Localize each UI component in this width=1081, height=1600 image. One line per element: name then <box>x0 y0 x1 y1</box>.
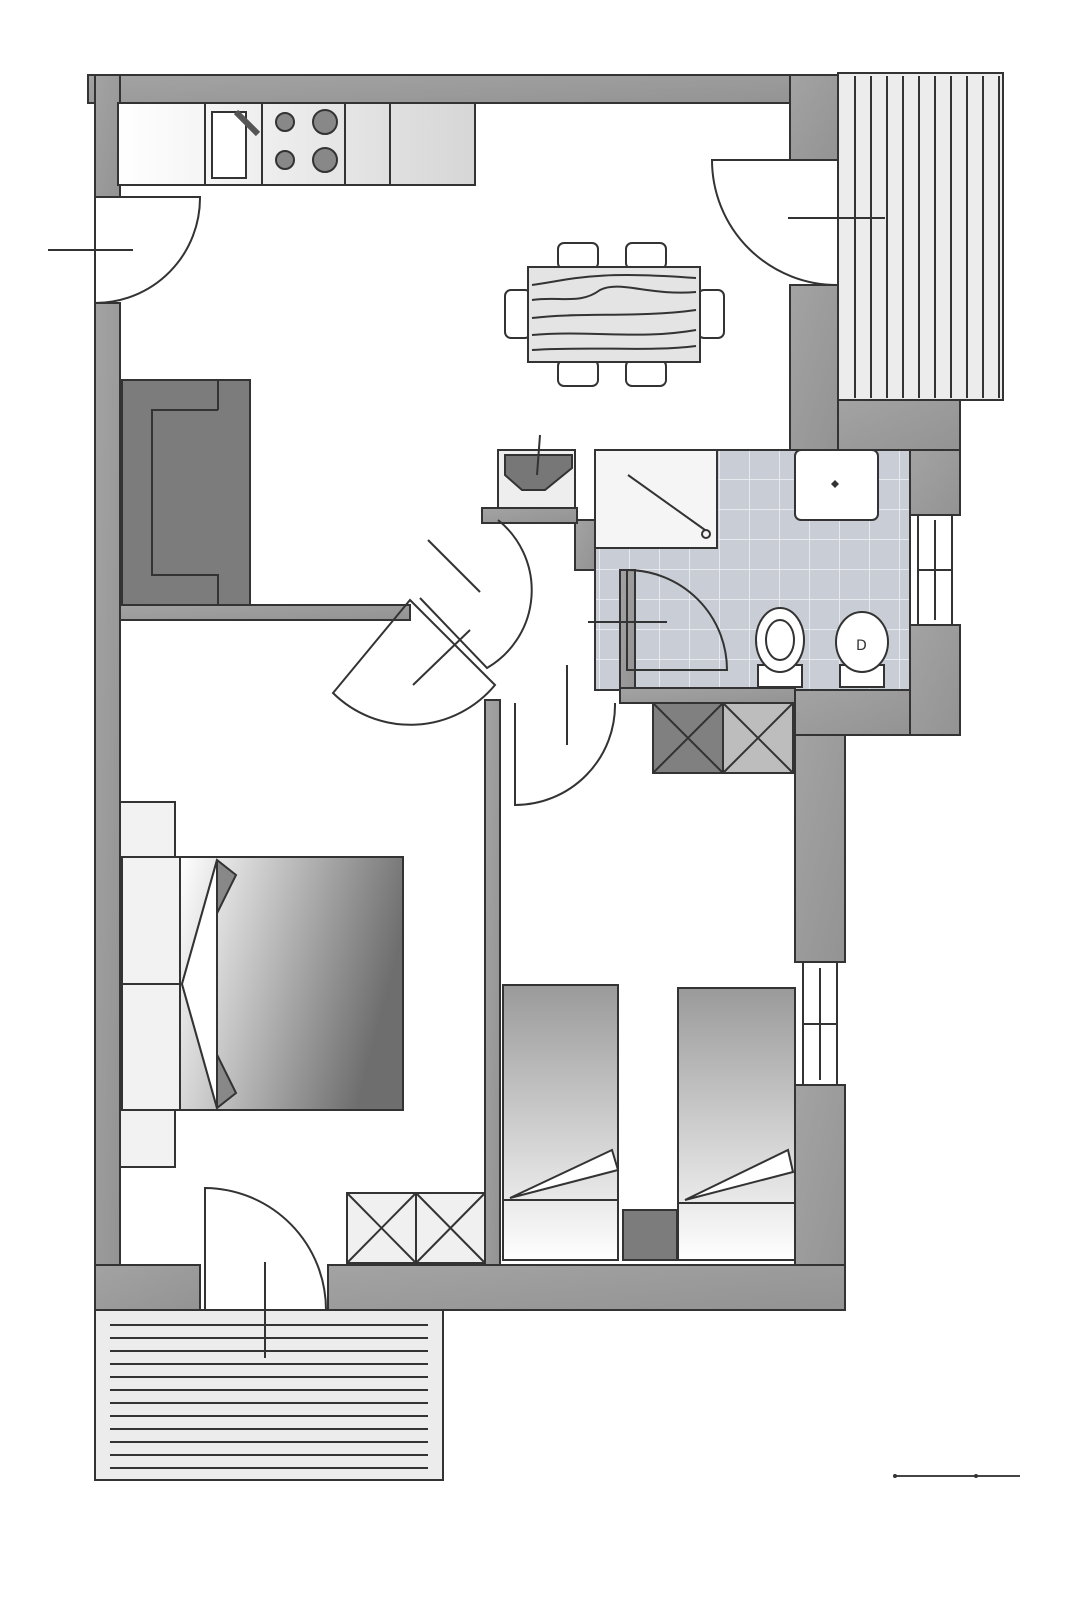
door-living[interactable] <box>419 519 533 670</box>
twin-bed-left <box>502 984 620 1261</box>
twin-bed-right <box>677 987 796 1261</box>
sink-icon <box>211 109 261 179</box>
door-double-bedroom[interactable] <box>331 598 497 726</box>
wardrobe-bedroom <box>346 1192 486 1264</box>
bidet <box>755 607 805 688</box>
door-balcony-south[interactable] <box>204 1186 328 1358</box>
svg-text:D: D <box>856 638 867 654</box>
dining-table <box>504 242 725 387</box>
balcony-south <box>94 1309 444 1481</box>
kitchen-counter <box>117 102 476 186</box>
door-twin-bedroom[interactable] <box>514 665 617 807</box>
sofa <box>121 379 251 606</box>
washbasin <box>794 449 879 521</box>
wardrobe-corridor <box>652 702 794 774</box>
window-bedroom <box>802 961 838 1086</box>
door-entrance[interactable] <box>48 196 202 305</box>
corner-cabinet <box>497 434 576 509</box>
balcony-east <box>837 72 1004 401</box>
toilet: D <box>835 611 889 688</box>
walls <box>87 74 961 1311</box>
door-balcony-east[interactable] <box>710 159 885 287</box>
nightstand <box>622 1209 678 1261</box>
window-bathroom <box>917 514 953 626</box>
scale-bar <box>893 1474 1020 1478</box>
stove-icon <box>275 109 338 173</box>
double-bed <box>119 801 404 1168</box>
shower <box>594 449 718 549</box>
door-bathroom[interactable] <box>588 568 729 671</box>
